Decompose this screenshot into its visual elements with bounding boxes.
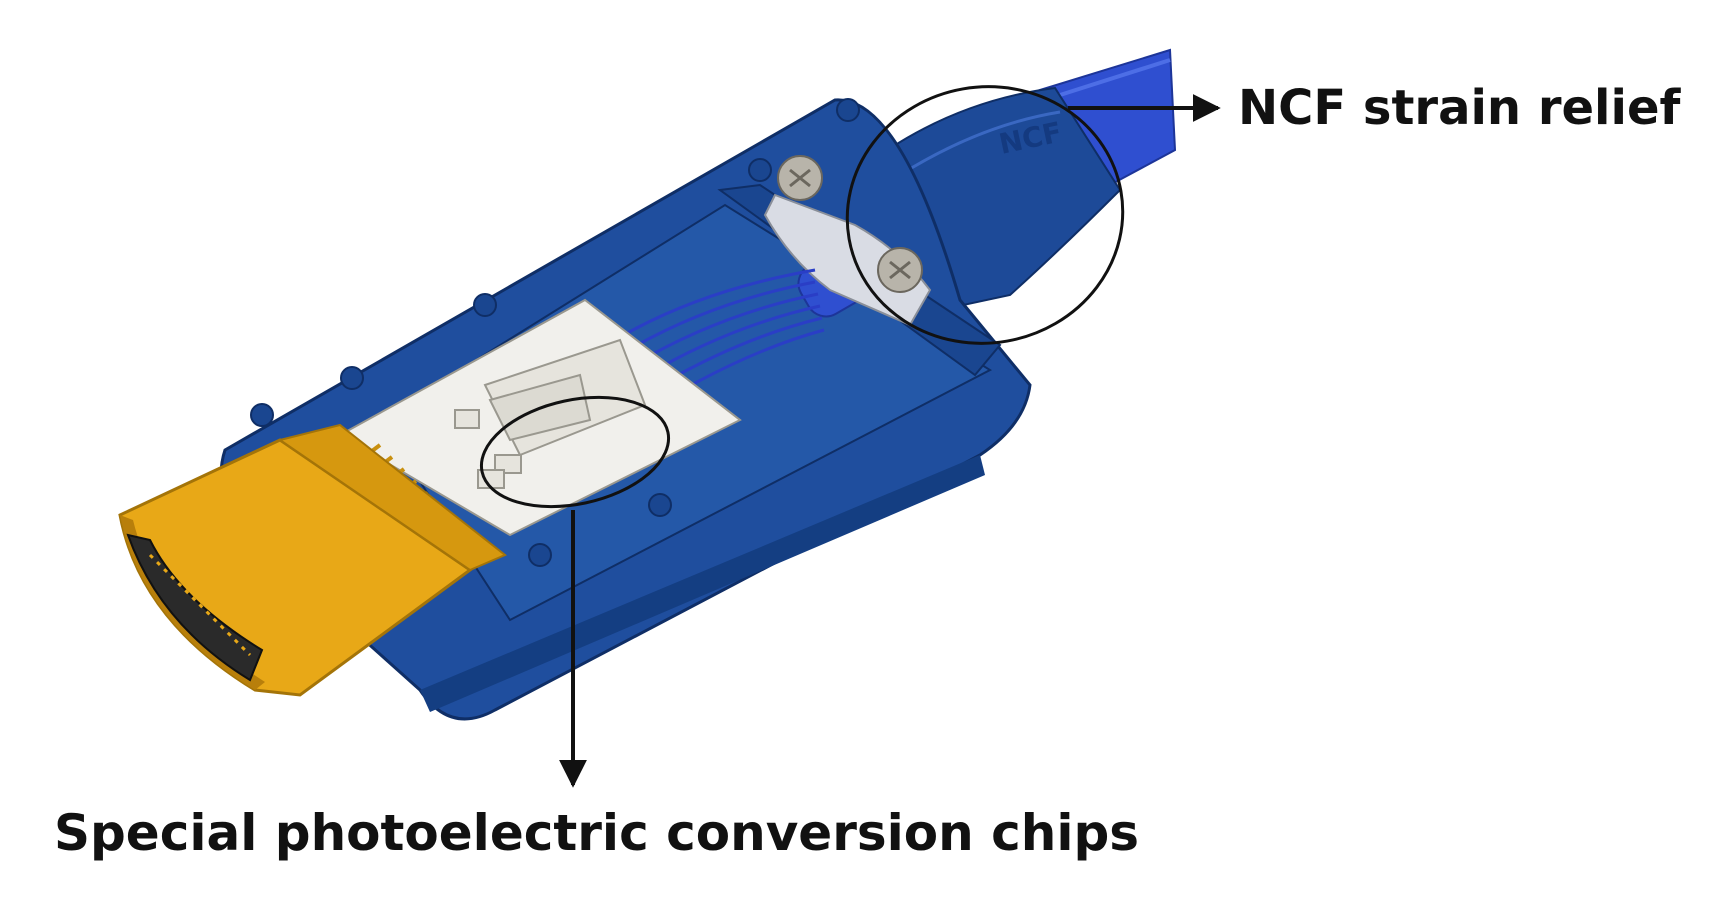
screw-icon	[877, 247, 923, 293]
optoelectronic-module	[337, 298, 742, 537]
callout-ellipse-strain-relief	[845, 85, 1125, 345]
callout-label-strain-relief: NCF strain relief	[1238, 80, 1681, 136]
hdmi-plug	[118, 423, 507, 697]
screw-icon	[777, 155, 823, 201]
callout-label-chips: Special photoelectric conversion chips	[54, 804, 1140, 862]
callout-ellipse-chips	[479, 395, 671, 509]
